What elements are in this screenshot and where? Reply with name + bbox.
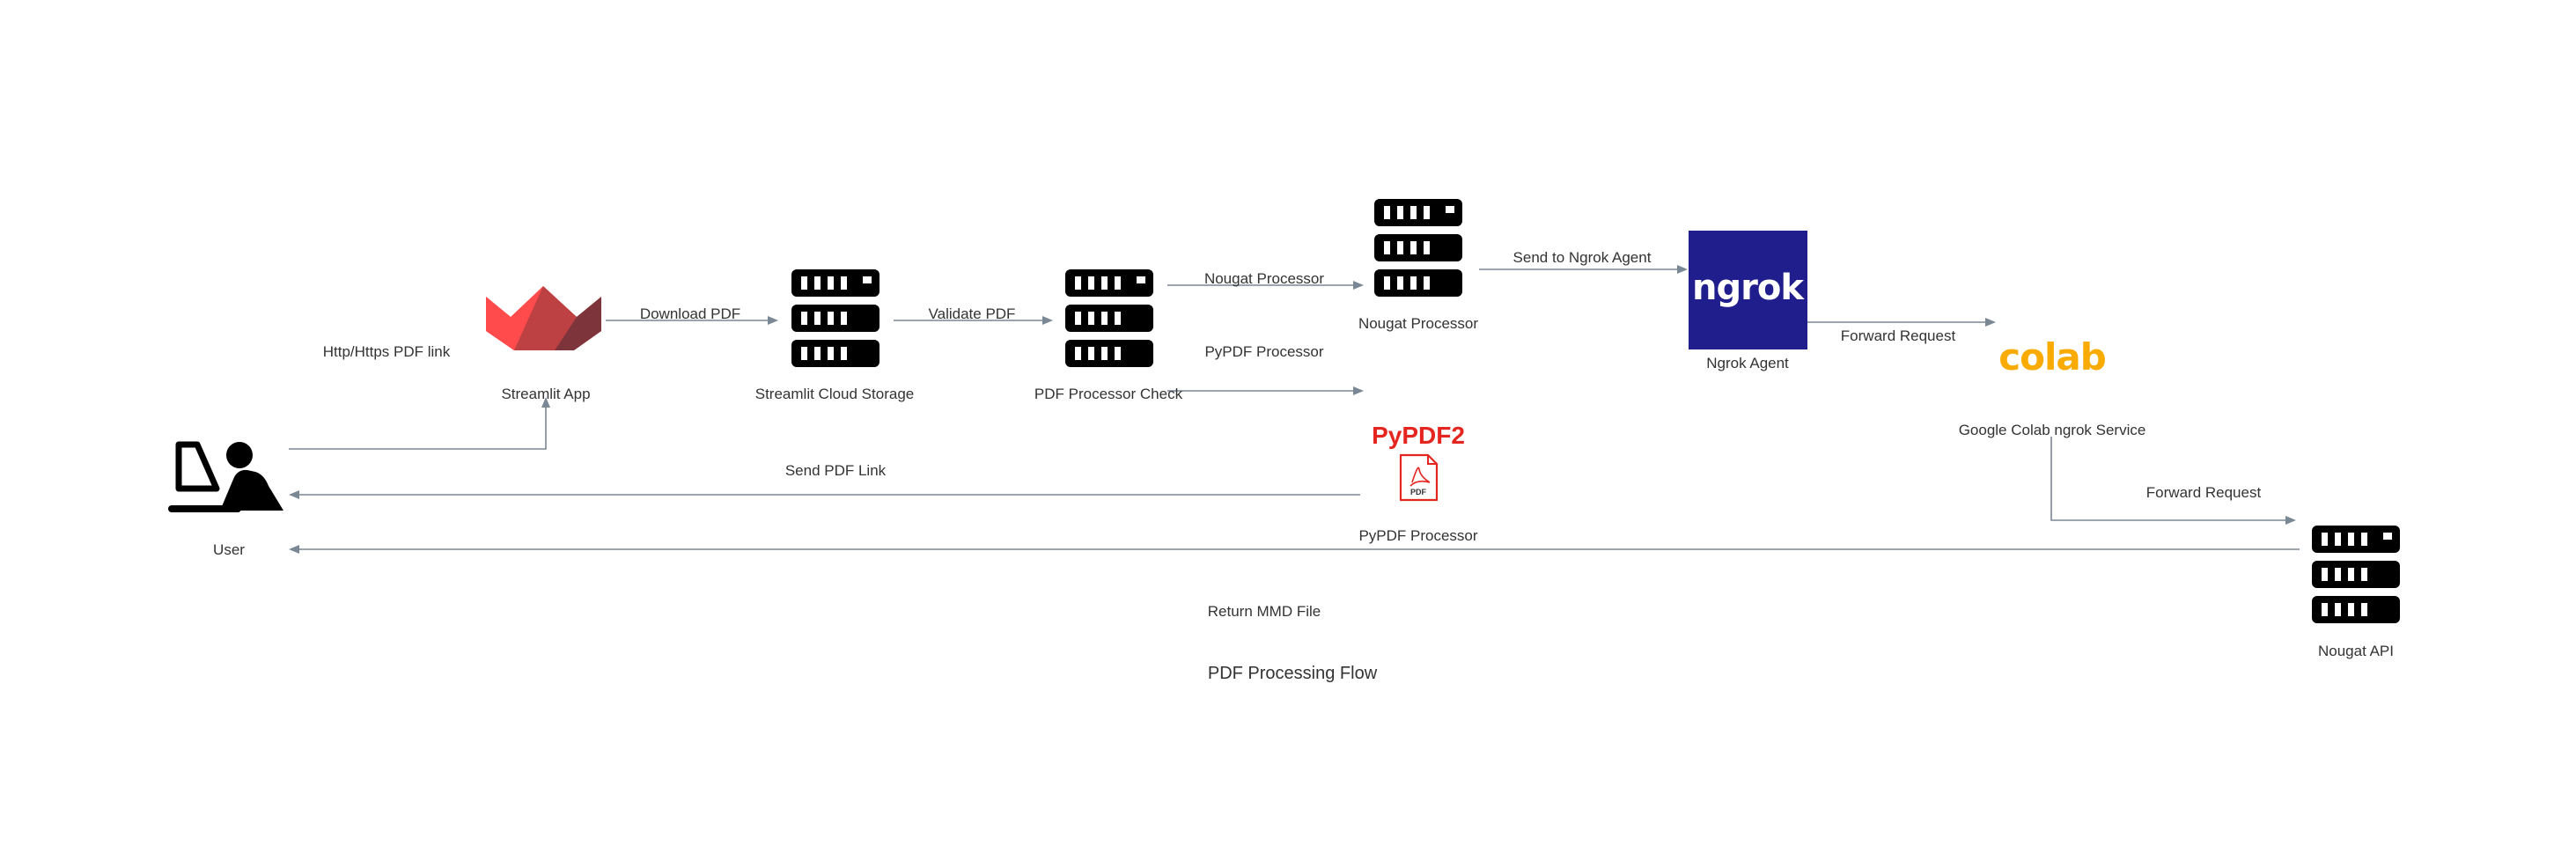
edge-label-http-pdf-link: Http/Https PDF link <box>323 343 451 360</box>
node-label-nougat-api: Nougat API <box>2318 643 2394 659</box>
edge-nougat-to-ngrok <box>1479 265 1688 274</box>
node-nougat-api: Nougat API <box>2312 526 2400 659</box>
node-label-ngrok-agent: Ngrok Agent <box>1706 355 1789 371</box>
edge-storage-to-check <box>894 316 1053 325</box>
edge-pypdf-to-user <box>289 490 1360 499</box>
colab-logo-icon: colab <box>1998 335 2106 379</box>
edge-label-validate-pdf: Validate PDF <box>929 305 1016 322</box>
server-icon <box>2312 526 2400 623</box>
node-label-colab-service: Google Colab ngrok Service <box>1959 422 2146 438</box>
edge-check-to-pypdf <box>1167 386 1364 395</box>
ngrok-logo-text: ngrok <box>1692 268 1805 308</box>
pdf-file-icon: PDF <box>1399 453 1439 502</box>
server-icon <box>1374 199 1462 297</box>
edge-label-forward-request-1: Forward Request <box>1841 327 1956 344</box>
server-icon <box>791 269 880 367</box>
edge-user-to-app <box>289 397 550 450</box>
node-label-user: User <box>213 541 245 558</box>
edge-api-to-user <box>289 545 2300 554</box>
edge-label-nougat-processor: Nougat Processor <box>1204 270 1324 287</box>
edge-label-pypdf-processor: PyPDF Processor <box>1204 343 1323 360</box>
diagram-title: PDF Processing Flow <box>1208 664 1378 683</box>
node-label-streamlit-app: Streamlit App <box>501 386 590 402</box>
svg-text:PDF: PDF <box>1410 488 1427 496</box>
node-ngrok-agent: ngrok Ngrok Agent <box>1689 231 1807 371</box>
edge-ngrok-to-colab <box>1807 318 1996 327</box>
node-pdf-check: PDF Processor Check <box>1034 269 1183 402</box>
node-user: User <box>168 441 283 558</box>
node-cloud-storage: Streamlit Cloud Storage <box>755 269 914 402</box>
ngrok-logo-icon <box>1689 231 1807 349</box>
edge-label-forward-request-2: Forward Request <box>2146 484 2262 501</box>
user-laptop-icon <box>168 441 283 512</box>
node-label-cloud-storage: Streamlit Cloud Storage <box>755 386 914 402</box>
edge-label-send-to-ngrok: Send to Ngrok Agent <box>1513 249 1652 266</box>
edge-app-to-storage <box>606 316 778 325</box>
server-icon <box>1065 269 1153 367</box>
edge-label-send-pdf-link: Send PDF Link <box>785 462 887 479</box>
node-label-pdf-check: PDF Processor Check <box>1034 386 1183 402</box>
streamlit-logo-icon <box>486 286 601 350</box>
pypdf2-logo-text: PyPDF2 <box>1372 422 1465 449</box>
edge-check-to-nougat <box>1167 281 1364 290</box>
edge-label-download-pdf: Download PDF <box>640 305 740 322</box>
node-pypdf-processor: PyPDF2 PDF PyPDF Processor <box>1358 422 1477 544</box>
node-nougat-processor: Nougat Processor <box>1358 199 1478 332</box>
edge-label-return-mmd-file: Return MMD File <box>1208 603 1321 620</box>
edge-colab-to-api <box>2050 437 2296 525</box>
node-colab-service: colab Google Colab ngrok Service <box>1959 335 2146 438</box>
node-label-pypdf-processor: PyPDF Processor <box>1358 527 1477 544</box>
node-streamlit-app: Streamlit App <box>486 286 601 402</box>
node-label-nougat-processor: Nougat Processor <box>1358 315 1478 332</box>
